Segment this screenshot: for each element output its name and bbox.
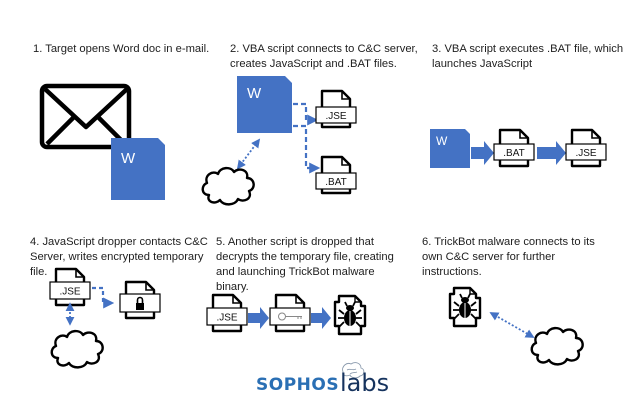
launch-arrow xyxy=(537,141,566,165)
step-6-line: 6. TrickBot malware connects to its xyxy=(422,236,595,248)
step-3-text: 3. VBA script executes .BAT file, which … xyxy=(432,42,623,72)
malware-bug-icon xyxy=(333,294,367,336)
cloud-icon xyxy=(530,326,584,366)
word-doc-label: W xyxy=(121,150,136,167)
step-4-line: Server, writes encrypted temporary xyxy=(30,251,204,263)
script-file-icon: .BAT xyxy=(493,128,535,168)
jse-file-label: .JSE xyxy=(216,313,237,324)
jse-file-label: .JSE xyxy=(59,287,80,298)
step-2-line: 2. VBA script connects to C&C server, xyxy=(230,43,418,55)
lock-file-icon xyxy=(119,280,161,320)
step-4-line: 4. JavaScript dropper contacts C&C xyxy=(30,236,208,248)
script-file-icon: .JSE xyxy=(206,293,248,333)
step-6-line: instructions. xyxy=(422,266,482,278)
cloud-icon xyxy=(201,166,255,206)
jse-file-label: .JSE xyxy=(325,111,346,122)
step-2-line: creates JavaScript and .BAT files. xyxy=(230,58,397,70)
script-file-icon: .JSE xyxy=(315,89,357,129)
script-file-icon: .JSE xyxy=(49,267,91,307)
brain-logo-icon xyxy=(342,362,365,379)
key-file-icon xyxy=(269,293,311,333)
word-doc-label: W xyxy=(247,85,262,102)
step-5-text: 5. Another script is dropped that decryp… xyxy=(216,235,394,295)
logo-brand: SOPHOS xyxy=(256,375,340,395)
cnc-connection-arrow xyxy=(489,312,535,338)
execute-arrow xyxy=(471,141,494,165)
script-file-icon: .JSE xyxy=(565,128,607,168)
cnc-connection-arrow xyxy=(236,138,261,170)
lock-icon xyxy=(136,303,144,310)
envelope-icon xyxy=(39,83,132,150)
jse-file-label: .JSE xyxy=(575,148,596,159)
step-5-line: decrypts the temporary file, creating xyxy=(216,251,394,263)
step-5-line: and launching TrickBot malware xyxy=(216,266,375,278)
step-2-text: 2. VBA script connects to C&C server, cr… xyxy=(230,42,418,72)
step-4-text: 4. JavaScript dropper contacts C&C Serve… xyxy=(30,235,208,280)
step-5-line: 5. Another script is dropped that xyxy=(216,236,374,248)
write-temp-connector xyxy=(92,286,115,309)
step-6-text: 6. TrickBot malware connects to its own … xyxy=(422,235,595,280)
malware-bug-icon xyxy=(448,286,482,328)
step-1-text: 1. Target opens Word doc in e-mail. xyxy=(33,43,210,55)
step-6-line: own C&C server for further xyxy=(422,251,556,263)
step-3-line: 3. VBA script executes .BAT file, which xyxy=(432,43,624,55)
logo-suffix: labs xyxy=(340,369,390,397)
decrypt-arrow xyxy=(248,307,269,329)
launch-arrow xyxy=(311,307,331,329)
bat-file-label: .BAT xyxy=(503,148,524,159)
bat-file-label: .BAT xyxy=(325,177,346,188)
word-doc-icon: W xyxy=(430,129,470,168)
step-5-line: binary. xyxy=(216,281,249,293)
step-3-line: launches JavaScript xyxy=(432,58,533,70)
script-file-icon: .BAT xyxy=(315,155,357,195)
create-bat-connector xyxy=(293,124,321,174)
word-doc-icon: W xyxy=(237,76,292,133)
word-doc-icon: W xyxy=(111,138,165,200)
create-jse-connector xyxy=(293,102,319,126)
cloud-icon xyxy=(50,329,104,369)
word-doc-label: W xyxy=(436,134,448,148)
step-4-line: file. xyxy=(30,266,48,278)
